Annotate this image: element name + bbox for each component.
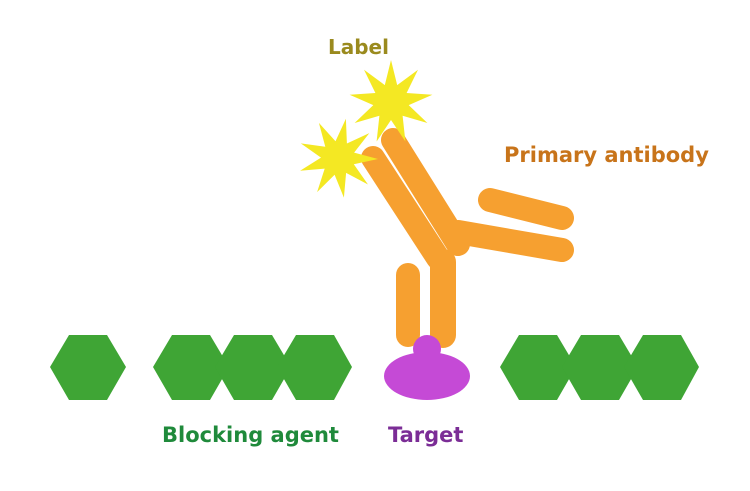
hexagon-icon <box>215 335 291 400</box>
label-text: Label <box>328 35 389 59</box>
hexagon-icon <box>500 335 576 400</box>
primary-antibody-text: Primary antibody <box>504 143 709 167</box>
hexagon-icon <box>50 335 126 400</box>
antibody-arm-inner-right <box>446 220 574 262</box>
hexagon-icon <box>624 335 699 400</box>
antibody-arm-outer-left <box>361 146 450 270</box>
target-body <box>384 352 470 400</box>
label-stars <box>300 60 433 198</box>
antibody-arm-inner-left <box>381 128 470 256</box>
hexagon-icon <box>562 335 638 400</box>
target-text: Target <box>388 423 463 447</box>
blocking-agent-text: Blocking agent <box>162 423 339 447</box>
target-blob-icon <box>384 335 470 400</box>
star-burst-icon <box>300 118 378 198</box>
blocking-agent-hexagons <box>50 335 699 400</box>
antibody-arm-outer-right <box>478 188 574 230</box>
hexagon-icon <box>153 335 229 400</box>
hexagon-icon <box>277 335 352 400</box>
antibody-icon <box>361 128 574 348</box>
star-burst-icon <box>349 60 433 142</box>
